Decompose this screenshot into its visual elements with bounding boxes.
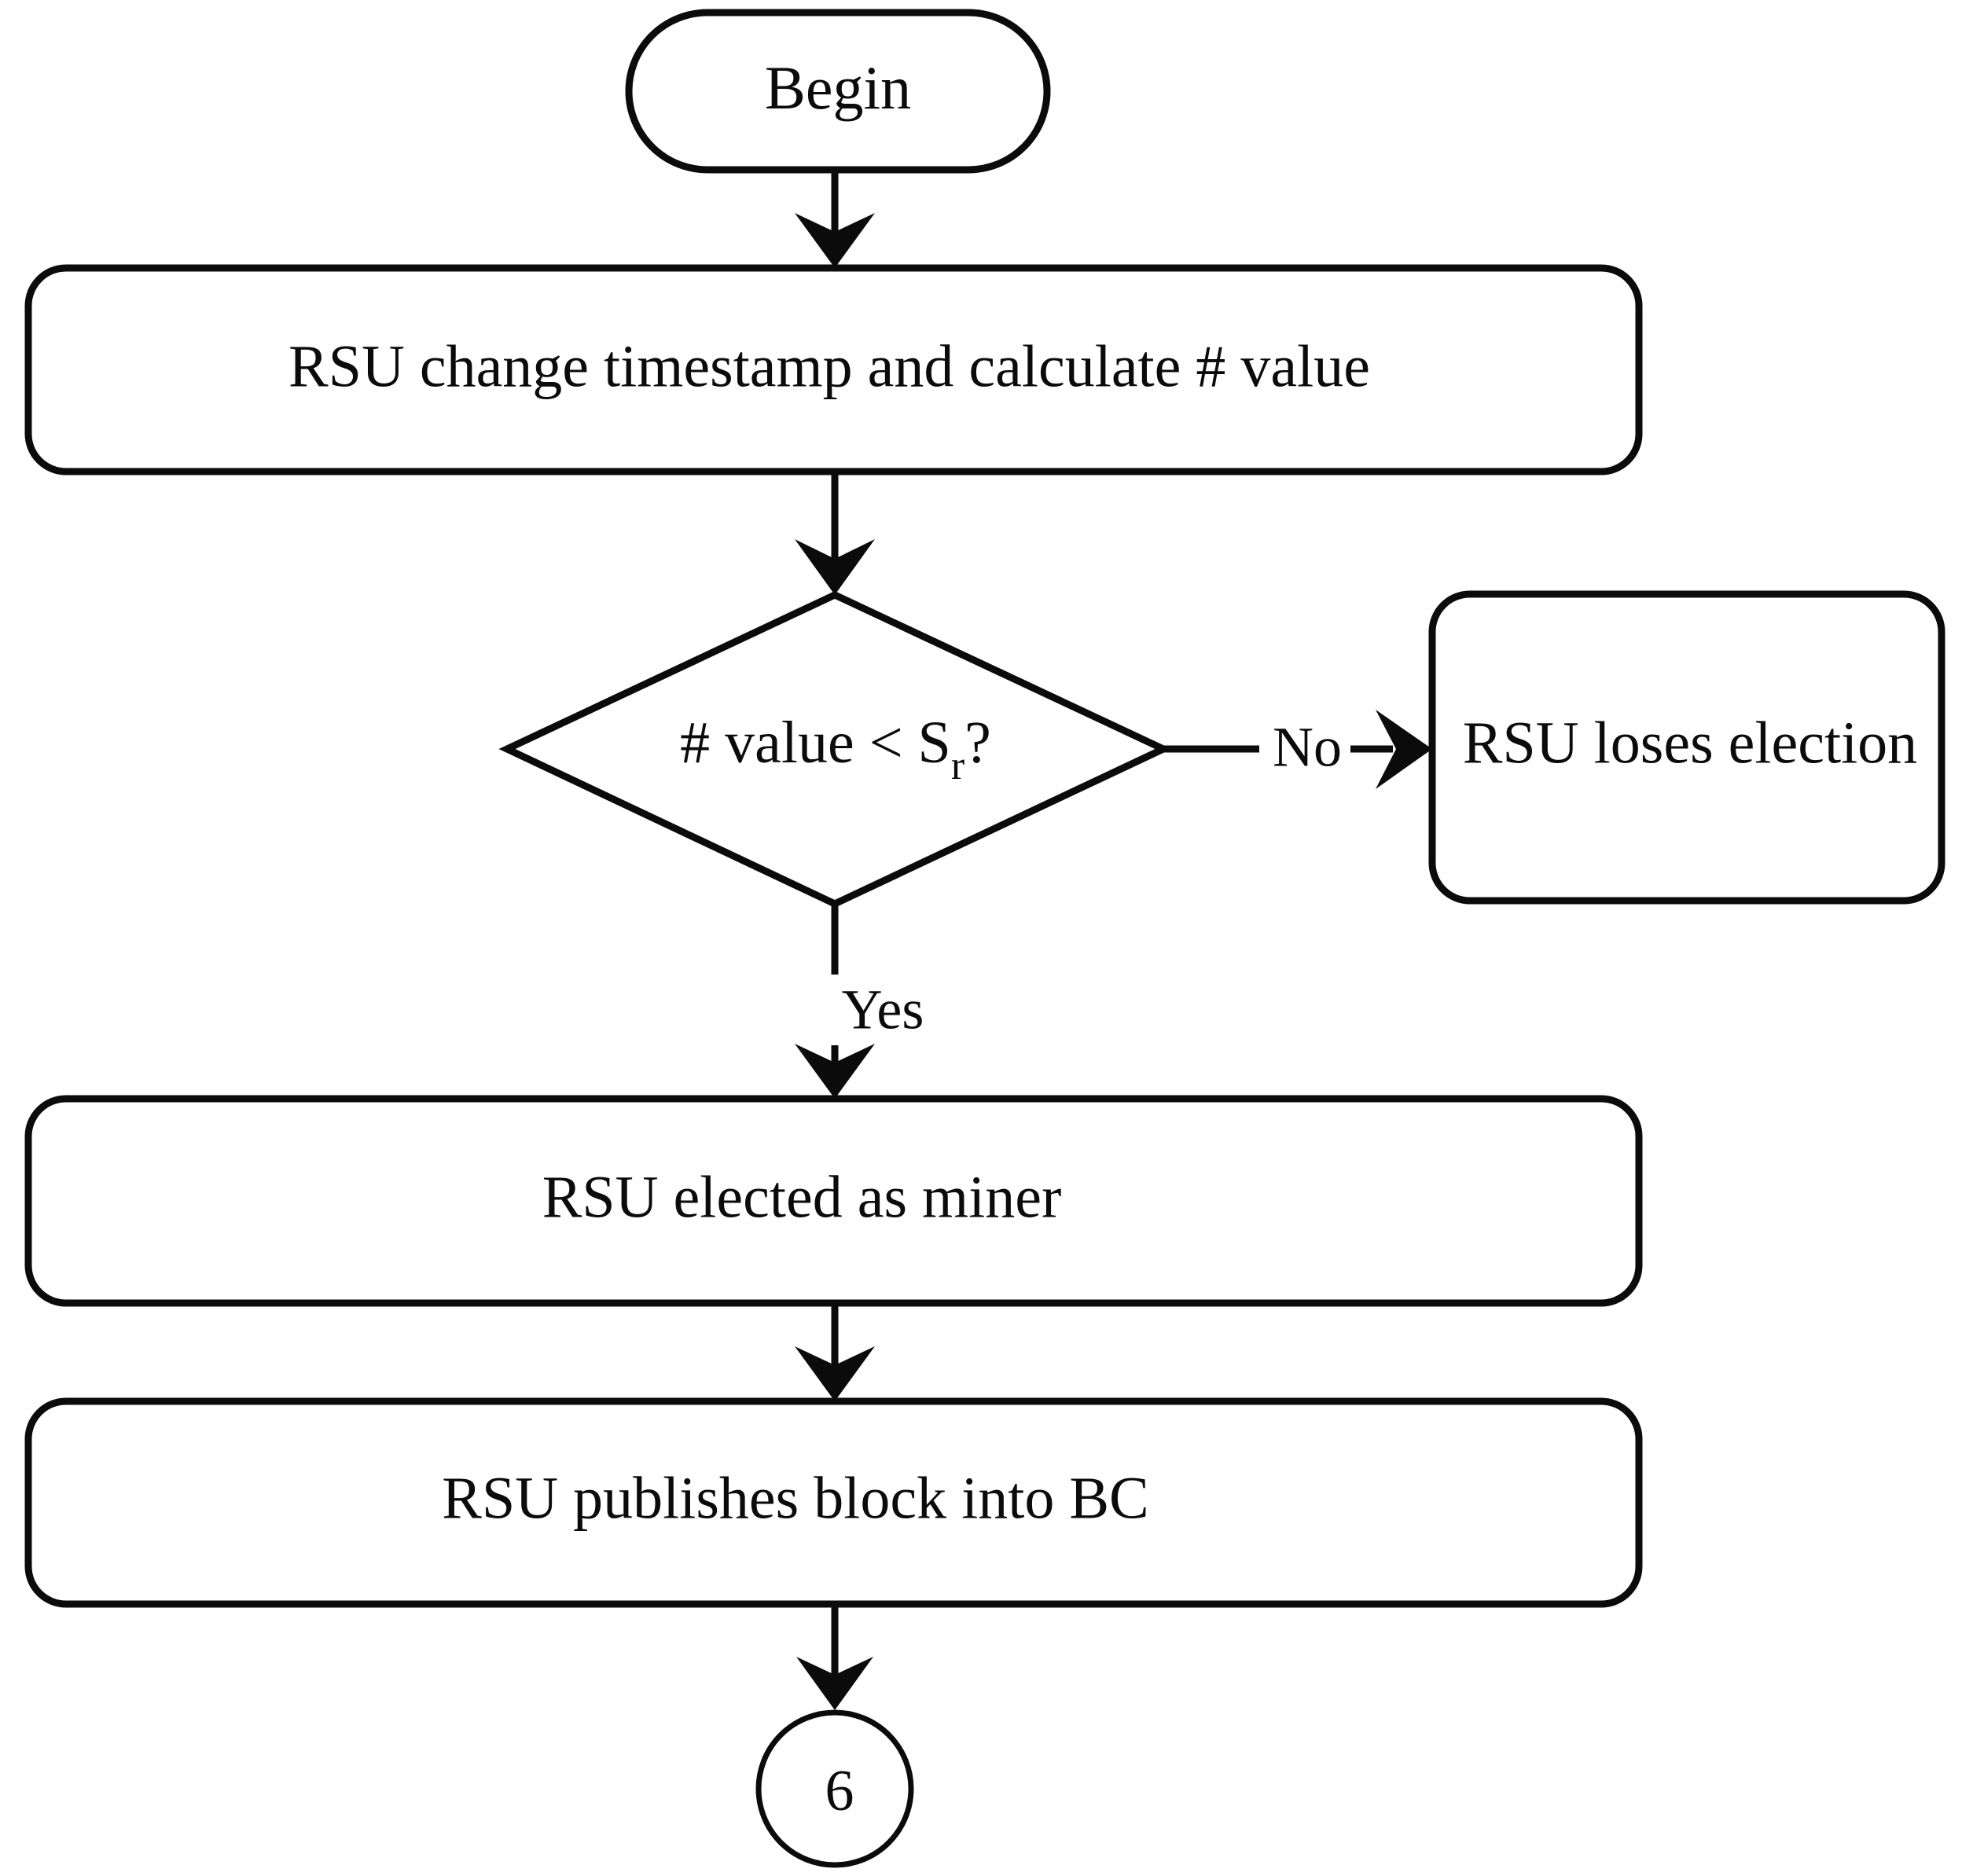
begin-label: Begin (765, 53, 911, 122)
edge-begin-to-hash-calc (795, 170, 875, 268)
connector-six-label: 6 (825, 1759, 854, 1823)
edge-label-no: No (1273, 716, 1342, 779)
edge-hash-calc-to-decision (795, 472, 875, 595)
arrow-head-down-icon (795, 1044, 875, 1099)
node-connector-six[interactable]: 6 (755, 1709, 914, 1868)
node-hash-calc[interactable]: RSU change timestamp and calculate # val… (24, 264, 1643, 475)
edge-label-yes: Yes (842, 978, 924, 1041)
node-loses-election[interactable]: RSU loses election (1428, 590, 1945, 905)
decision-label-subscript: r (951, 743, 964, 788)
node-publishes-block[interactable]: RSU publishes block into BC (24, 1397, 1643, 1608)
node-elected-as-miner[interactable]: RSU elected as miner (24, 1095, 1643, 1307)
arrow-head-down-icon (795, 1346, 875, 1401)
edge-decision-to-elected: Yes (795, 904, 924, 1099)
edge-publishes-to-connector-six (796, 1604, 873, 1710)
elected-as-miner-label: RSU elected as miner (542, 1164, 1062, 1230)
arrow-head-down-icon (795, 539, 875, 595)
connector-six-shape (755, 1709, 914, 1868)
hash-calc-label: RSU change timestamp and calculate # val… (288, 333, 1370, 399)
edge-elected-to-publishes (795, 1303, 875, 1401)
decision-label-prefix: # value < S (680, 710, 951, 776)
node-decision[interactable]: # value < Sr? (498, 591, 1172, 908)
publishes-block-label: RSU publishes block into BC (442, 1465, 1148, 1531)
loses-election-label: RSU loses election (1463, 710, 1917, 776)
decision-label-suffix: ? (964, 710, 991, 776)
decision-label: # value < Sr? (680, 710, 991, 788)
arrow-head-right-icon (1376, 710, 1432, 789)
arrow-head-down-icon (796, 1657, 873, 1710)
edge-decision-to-loses: No (1163, 710, 1432, 789)
arrow-head-down-icon (795, 213, 875, 268)
node-begin[interactable]: Begin (625, 9, 1051, 174)
loses-election-shape (1428, 590, 1945, 905)
